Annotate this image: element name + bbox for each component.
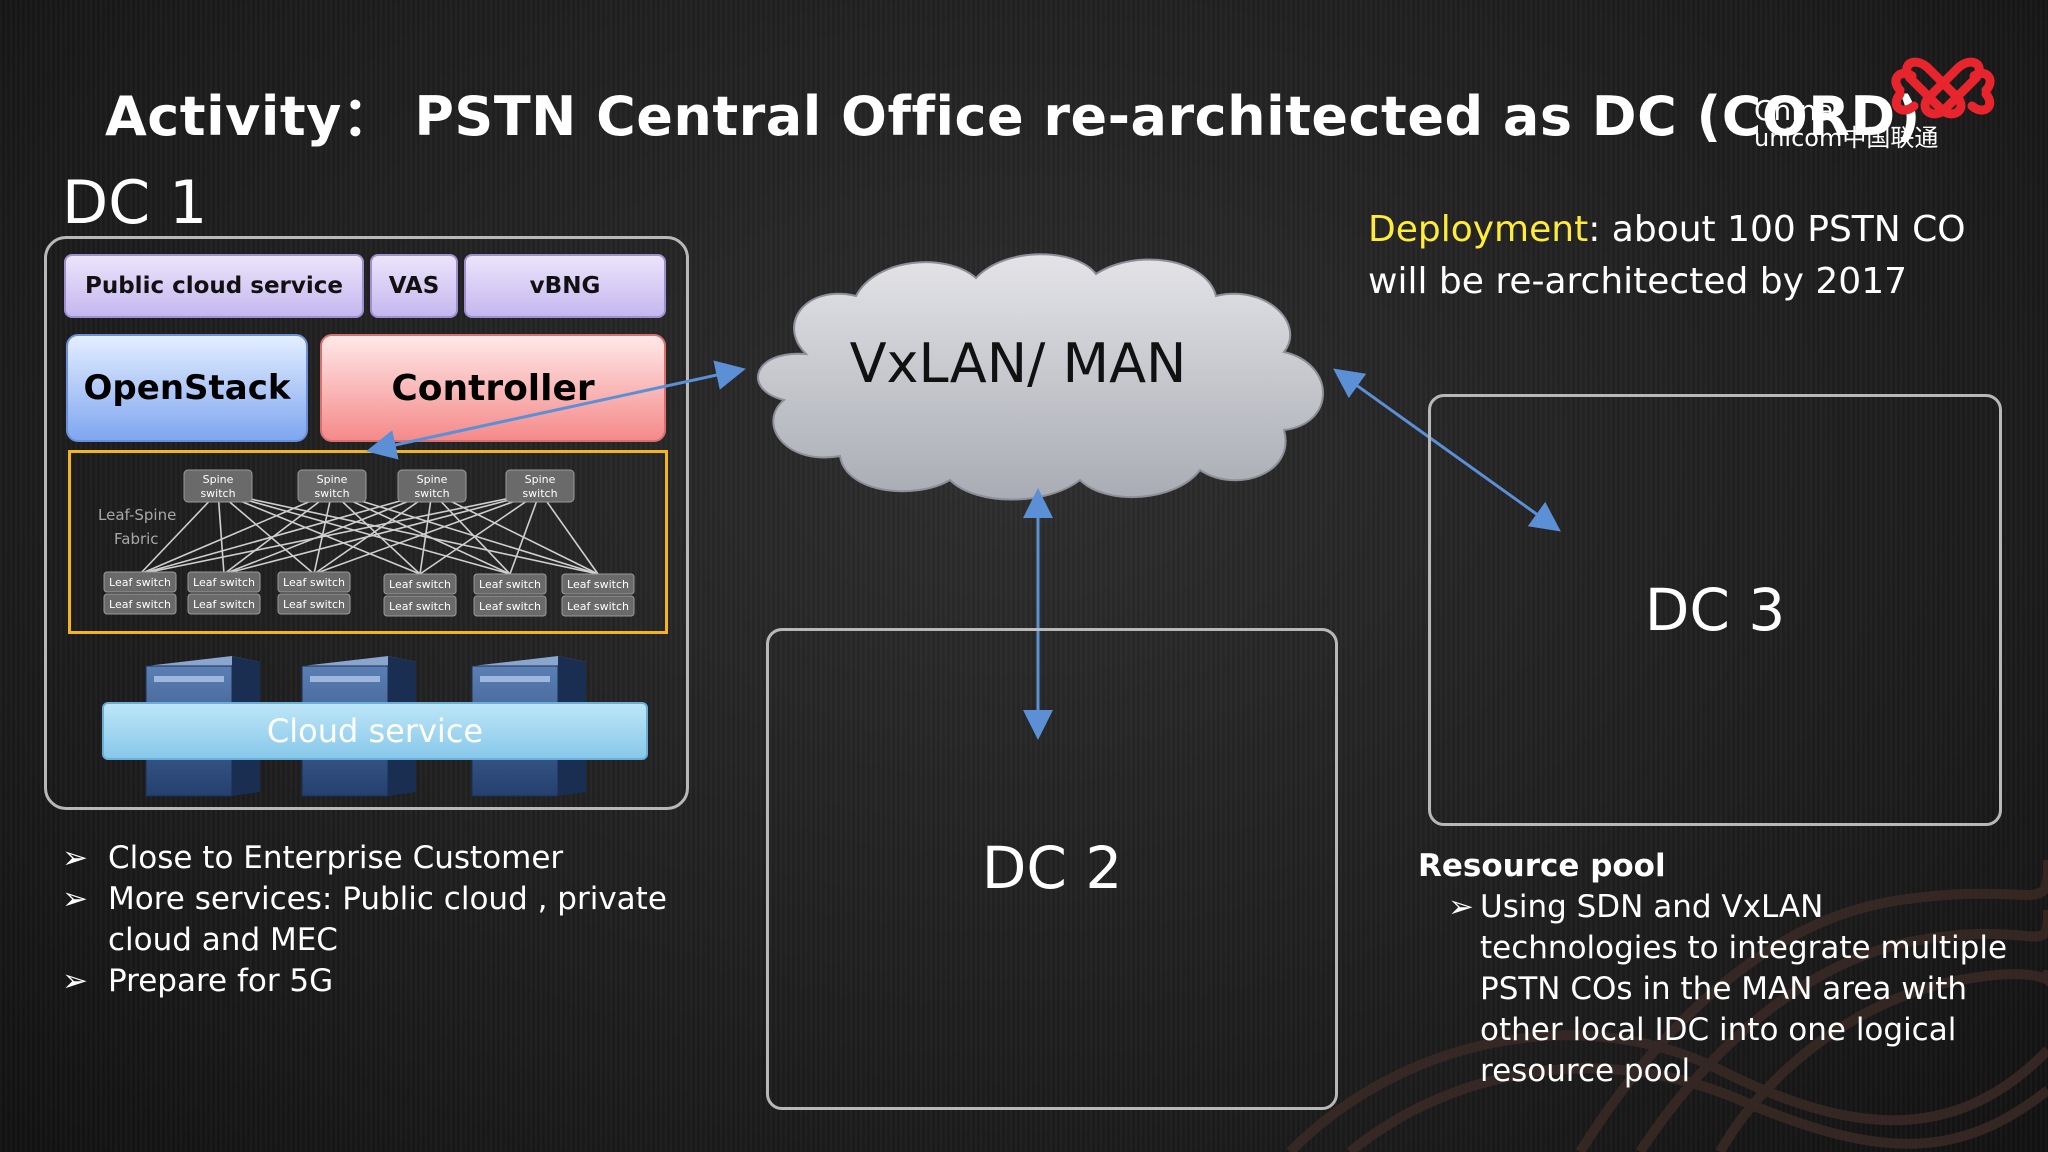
vxlan-man-cloud: VxLAN/ MAN bbox=[757, 253, 1324, 501]
deployment-highlight: Deployment bbox=[1368, 209, 1589, 250]
logo-unicom-text: unicom中国联通 bbox=[1754, 124, 1938, 152]
resource-pool-item: ➢Using SDN and VxLAN technologies to int… bbox=[1448, 887, 2008, 1092]
vbng-box: vBNG bbox=[464, 254, 666, 318]
leaf-switch-1a: Leaf switch bbox=[109, 576, 171, 589]
spine-switch-2-line2: switch bbox=[314, 487, 349, 500]
resource-pool-heading: Resource pool bbox=[1418, 848, 1666, 884]
dc2-label: DC 2 bbox=[981, 834, 1123, 902]
leaf-switch-4a: Leaf switch bbox=[389, 578, 451, 591]
leaf-switch-3b: Leaf switch bbox=[283, 598, 345, 611]
cloud-label: VxLAN/ MAN bbox=[850, 332, 1187, 395]
dc3-frame bbox=[1428, 394, 2002, 826]
public-cloud-service-label: Public cloud service bbox=[84, 273, 343, 299]
fabric-links bbox=[139, 491, 599, 575]
leaf-switch-4b: Leaf switch bbox=[389, 600, 451, 613]
bullet-text: More services: Public cloud , private cl… bbox=[108, 881, 667, 958]
dc1-bullet-list: ➢ Close to Enterprise Customer ➢ More serv… bbox=[62, 838, 722, 1002]
slide-title: Activity： PSTN Central Office re-architec… bbox=[105, 72, 1939, 151]
arrow-cloud-dc3 bbox=[1333, 368, 1561, 532]
arrow-dc1-cloud bbox=[366, 360, 746, 460]
deployment-line-1: Deployment: about 100 PSTN CO bbox=[1368, 204, 1966, 256]
decorative-curves bbox=[1286, 859, 2048, 1152]
cloud-service-bar: Cloud service bbox=[102, 702, 648, 760]
leaf-switch-2b: Leaf switch bbox=[193, 598, 255, 611]
arrow-bullet-icon: ➢ bbox=[62, 840, 88, 876]
fabric-label-1: Leaf-Spine bbox=[98, 506, 176, 524]
title-prefix: Activity： bbox=[105, 85, 397, 148]
bullet-text: Prepare for 5G bbox=[108, 963, 334, 999]
leaf-switch-6b: Leaf switch bbox=[567, 600, 629, 613]
arrow-bullet-icon: ➢ bbox=[1448, 889, 1474, 925]
bullet-text: Close to Enterprise Customer bbox=[108, 840, 564, 876]
cloud-service-label: Cloud service bbox=[266, 712, 484, 750]
spine-switch-4-line1: Spine bbox=[525, 473, 556, 486]
arrow-bullet-icon: ➢ bbox=[62, 881, 88, 917]
vbng-label: vBNG bbox=[529, 273, 601, 299]
logo-china-text: China bbox=[1754, 94, 1834, 127]
leaf-spine-fabric: Leaf-Spine Fabric Spine switch Spine swi… bbox=[98, 469, 635, 617]
cloud-shape bbox=[757, 253, 1324, 501]
deployment-line-1-rest: : about 100 PSTN CO bbox=[1588, 209, 1966, 250]
arrow-bullet-icon: ➢ bbox=[62, 963, 88, 999]
bullet-item: ➢ Close to Enterprise Customer bbox=[62, 838, 722, 879]
spine-switches: Spine switch Spine switch Spine switch S… bbox=[183, 469, 575, 503]
china-unicom-logo: China unicom中国联通 bbox=[1750, 46, 2000, 156]
vas-box: VAS bbox=[370, 254, 458, 318]
leaf-switch-2a: Leaf switch bbox=[193, 576, 255, 589]
vas-label: VAS bbox=[388, 273, 440, 299]
spine-switch-2-line1: Spine bbox=[317, 473, 348, 486]
leaf-switches: Leaf switch Leaf switch Leaf switch Leaf… bbox=[103, 571, 635, 617]
bullet-item: ➢ Prepare for 5G bbox=[62, 961, 722, 1002]
leaf-switch-6a: Leaf switch bbox=[567, 578, 629, 591]
spine-switch-1-line2: switch bbox=[200, 487, 235, 500]
fabric-label-2: Fabric bbox=[114, 530, 159, 548]
leaf-switch-3a: Leaf switch bbox=[283, 576, 345, 589]
spine-switch-3-line1: Spine bbox=[417, 473, 448, 486]
bullet-item: ➢ More services: Public cloud , private c… bbox=[62, 879, 722, 961]
spine-switch-3-line2: switch bbox=[414, 487, 449, 500]
dc1-frame bbox=[44, 236, 689, 810]
leaf-switch-5b: Leaf switch bbox=[479, 600, 541, 613]
openstack-label: OpenStack bbox=[83, 368, 291, 408]
leaf-switch-1b: Leaf switch bbox=[109, 598, 171, 611]
title-main: PSTN Central Office re-architected as DC… bbox=[414, 85, 1921, 148]
knot-icon: China unicom中国联通 bbox=[1754, 57, 1995, 152]
dc1-label: DC 1 bbox=[62, 168, 208, 238]
resource-pool-note: Resource pool ➢Using SDN and VxLAN techn… bbox=[1418, 846, 2008, 1092]
public-cloud-service-box: Public cloud service bbox=[64, 254, 364, 318]
leaf-switch-5a: Leaf switch bbox=[479, 578, 541, 591]
spine-switch-4-line2: switch bbox=[522, 487, 557, 500]
deployment-line-2: will be re-architected by 2017 bbox=[1368, 261, 1907, 302]
resource-pool-text: Using SDN and VxLAN technologies to inte… bbox=[1480, 889, 2008, 1089]
dc3-label: DC 3 bbox=[1644, 576, 1786, 644]
deployment-note: Deployment: about 100 PSTN CO will be re… bbox=[1368, 204, 1966, 308]
spine-switch-1-line1: Spine bbox=[203, 473, 234, 486]
dc2-frame bbox=[766, 628, 1338, 1110]
openstack-box: OpenStack bbox=[66, 334, 308, 442]
